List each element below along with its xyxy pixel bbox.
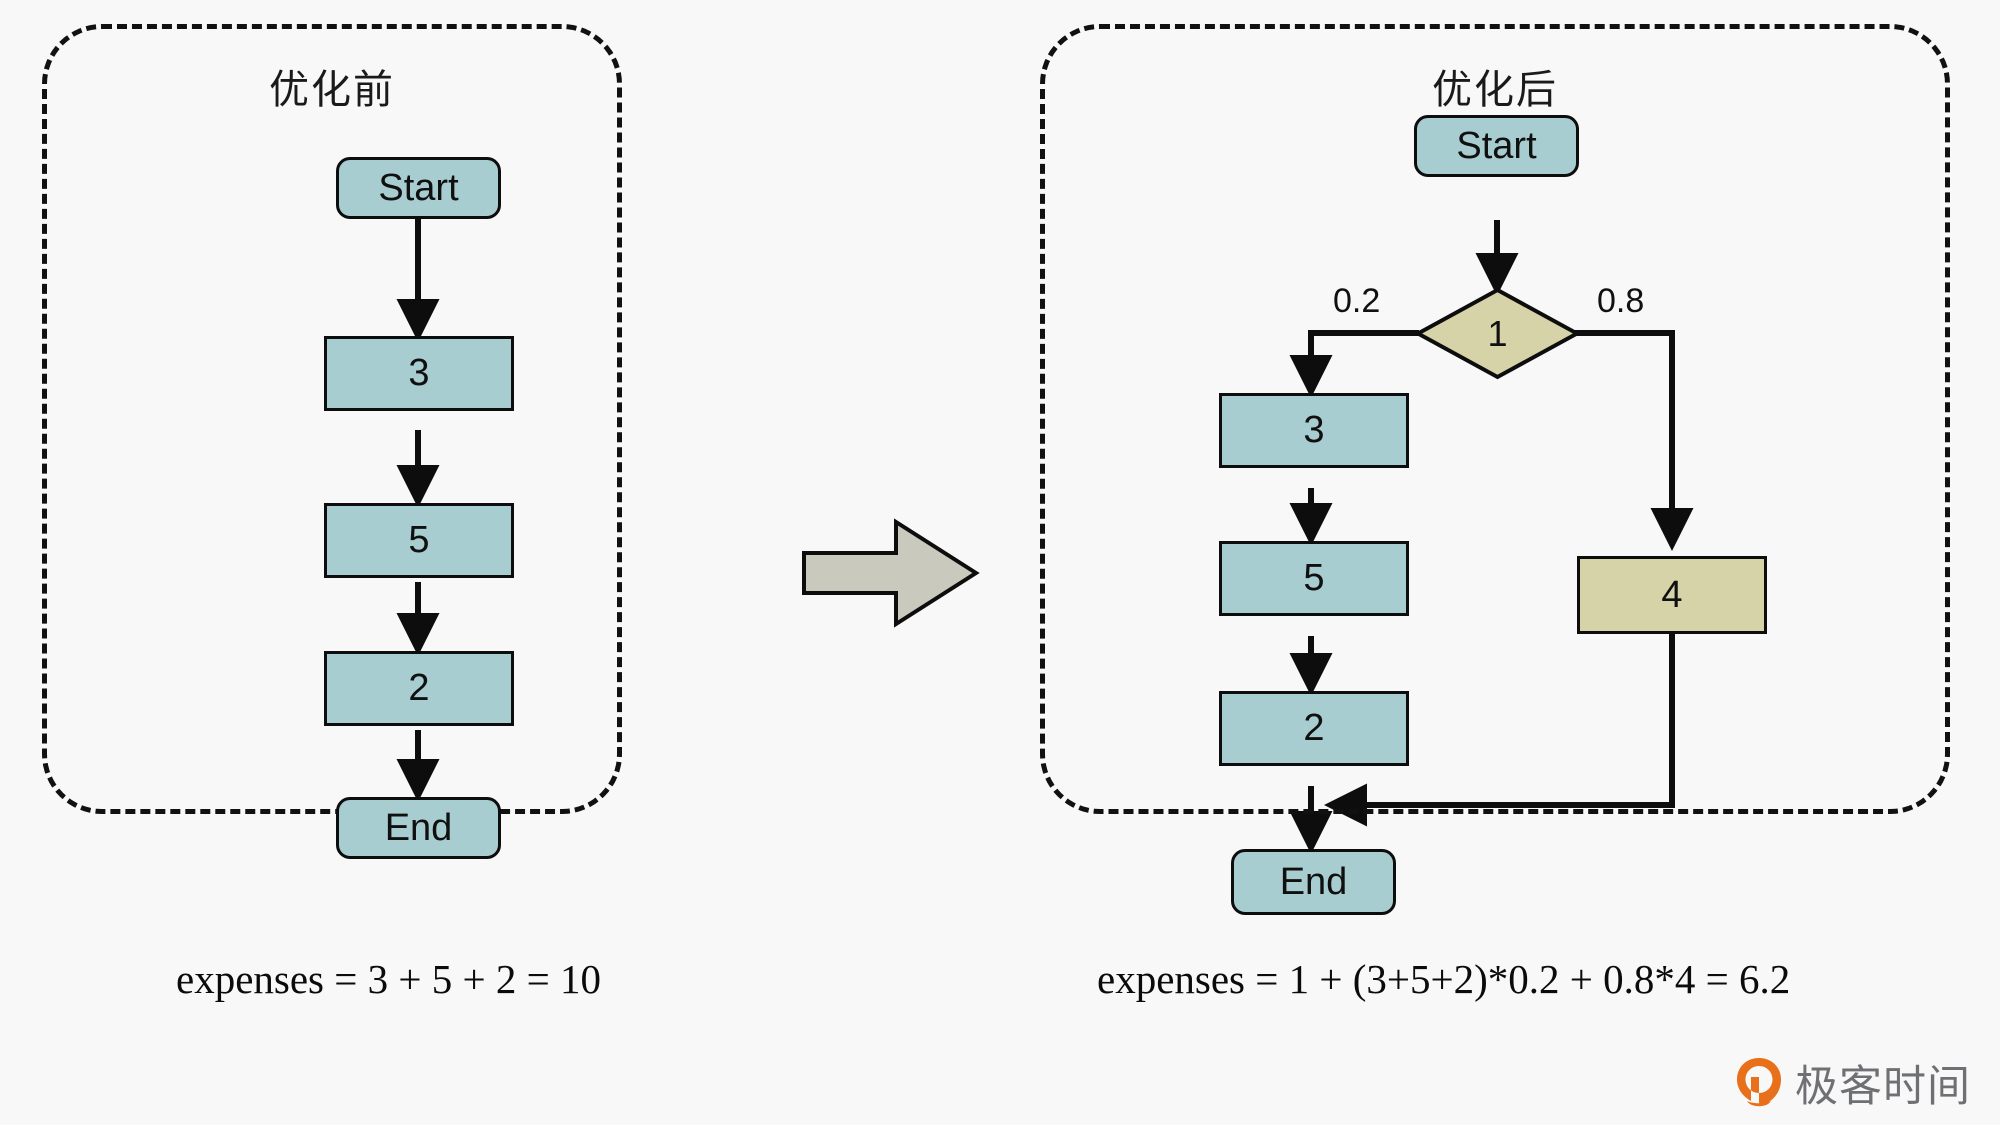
panel-before-optimization: 优化前 xyxy=(42,24,622,814)
node-before-5[interactable]: 5 xyxy=(324,503,514,578)
panel-after-optimization: 优化后 xyxy=(1040,24,1950,814)
node-label: 1 xyxy=(1487,312,1508,354)
node-before-2[interactable]: 2 xyxy=(324,651,514,726)
node-label: 3 xyxy=(1303,409,1325,451)
node-after-3[interactable]: 3 xyxy=(1219,393,1409,468)
watermark-logo: 极客时间 xyxy=(1735,1052,1971,1114)
node-label: 4 xyxy=(1661,573,1683,616)
node-after-end[interactable]: End xyxy=(1231,849,1396,915)
watermark-text: 极客时间 xyxy=(1795,1062,1971,1112)
panel-before-title: 优化前 xyxy=(269,68,395,112)
transition-arrow xyxy=(800,518,980,633)
node-after-decision[interactable]: 1 xyxy=(1415,287,1580,380)
node-after-start[interactable]: Start xyxy=(1414,115,1579,177)
node-label: 5 xyxy=(1303,557,1325,599)
node-label: 2 xyxy=(1303,707,1325,749)
node-label: 3 xyxy=(408,352,430,394)
node-label: End xyxy=(384,806,453,849)
node-before-start[interactable]: Start xyxy=(336,157,501,219)
node-before-3[interactable]: 3 xyxy=(324,336,514,411)
diamond-shape xyxy=(1415,287,1580,380)
panel-after-title: 优化后 xyxy=(1432,68,1558,112)
geekbang-mark-icon xyxy=(1737,1058,1781,1107)
edge-label-left-branch: 0.2 xyxy=(1333,282,1381,320)
node-after-4[interactable]: 4 xyxy=(1577,556,1767,634)
node-after-2[interactable]: 2 xyxy=(1219,691,1409,766)
node-label: Start xyxy=(1456,124,1537,167)
formula-before: expenses = 3 + 5 + 2 = 10 xyxy=(176,956,601,1002)
node-before-end[interactable]: End xyxy=(336,797,501,859)
node-label: End xyxy=(1279,860,1348,903)
right-arrow-icon xyxy=(802,518,980,628)
formula-after: expenses = 1 + (3+5+2)*0.2 + 0.8*4 = 6.2 xyxy=(1097,956,1791,1002)
node-label: 2 xyxy=(408,667,430,709)
node-label: Start xyxy=(378,166,459,209)
node-after-5[interactable]: 5 xyxy=(1219,541,1409,616)
edge-label-right-branch: 0.8 xyxy=(1597,282,1645,320)
node-label: 5 xyxy=(408,519,430,561)
